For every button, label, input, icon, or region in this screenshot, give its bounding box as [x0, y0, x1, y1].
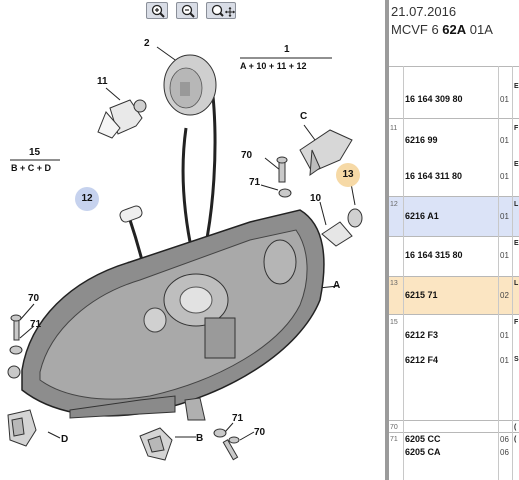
part-quantity: 02 [500, 291, 509, 300]
zoom-pan-icon [211, 4, 235, 17]
part-quantity: 01 [500, 331, 509, 340]
zoom-toolbar [0, 0, 385, 22]
panel-divider[interactable] [385, 0, 389, 480]
parts-row-highlighted[interactable]: 13 6215 71 02 L [389, 276, 519, 314]
part-reference: 13 [390, 280, 398, 287]
callout-1[interactable]: 1 [284, 44, 290, 55]
parts-row[interactable]: 15 6212 F3 01 F 6212 F4 01 S [389, 314, 519, 420]
side-bulb-13 [321, 208, 363, 247]
zoom-in-button[interactable] [146, 2, 168, 19]
callout-1-formula: A + 10 + 11 + 12 [240, 61, 307, 71]
part-number: 6216 A1 [405, 211, 439, 221]
callout-70-left[interactable]: 70 [28, 293, 40, 304]
callout-13-highlighted[interactable]: 13 [336, 163, 360, 187]
parts-row[interactable]: 16 164 311 80 01 E [389, 156, 519, 196]
part-number: 6212 F4 [405, 355, 439, 365]
part-number: 6205 CA [405, 447, 441, 457]
headlamp-exploded-drawing [7, 46, 363, 461]
zoom-in-icon [151, 4, 165, 18]
part-number: 16 164 315 80 [405, 250, 463, 260]
callout-11[interactable]: 11 [97, 76, 108, 87]
part-quantity: 01 [500, 356, 509, 365]
part-number: 6205 CC [405, 434, 441, 444]
exploded-diagram-panel[interactable]: 2 1 A + 10 + 11 + 12 11 C 15 B + C + D 7… [0, 0, 385, 480]
parts-row[interactable]: 11 6216 99 01 F [389, 118, 519, 156]
parts-list-panel: 21.07.2016 MCVF 6 62A 01A 16 164 309 80 … [389, 0, 519, 480]
callout-c[interactable]: C [300, 111, 308, 122]
headlamp-body-a [21, 209, 325, 421]
callout-2[interactable]: 2 [144, 38, 150, 49]
callout-70-bottom[interactable]: 70 [254, 427, 266, 438]
headlamp-bulb-11 [97, 99, 147, 139]
column-divider [403, 66, 404, 480]
parts-row[interactable]: 71 6205 CA 06 ( [389, 432, 519, 480]
part-quantity: 01 [500, 212, 509, 221]
part-description: E [514, 240, 519, 247]
part-description: F [514, 319, 519, 326]
part-quantity: 01 [500, 251, 509, 260]
part-description: S [514, 356, 519, 363]
part-description: E [514, 83, 519, 90]
part-reference: 11 [390, 125, 398, 132]
part-description: F [514, 125, 519, 132]
part-quantity: 06 [500, 448, 509, 457]
callout-12-highlighted[interactable]: 12 [75, 187, 99, 211]
part-description: L [514, 280, 519, 287]
callout-13-label: 13 [342, 169, 354, 180]
part-reference: 12 [390, 201, 398, 208]
callout-71-bottom[interactable]: 71 [232, 413, 244, 424]
column-divider [512, 66, 513, 480]
callout-b[interactable]: B [196, 433, 204, 444]
part-reference: 15 [390, 319, 398, 326]
part-quantity: 01 [500, 95, 509, 104]
document-reference: MCVF 6 62A 01A [391, 22, 493, 37]
callout-71-left[interactable]: 71 [30, 319, 42, 330]
parts-row-highlighted[interactable]: 12 6216 A1 01 L [389, 196, 519, 236]
callout-15-formula: B + C + D [11, 163, 52, 173]
part-quantity: 01 [500, 136, 509, 145]
mounting-bracket-b [139, 427, 173, 461]
headlamp-cover-2 [163, 54, 217, 116]
mounting-bracket-c [299, 129, 353, 177]
part-reference: 71 [390, 436, 398, 443]
parts-row[interactable]: 70 6205 CC 06 ( [389, 420, 519, 456]
part-number: 16 164 309 80 [405, 94, 463, 104]
small-bulb-12 [119, 205, 143, 223]
part-description: E [514, 161, 519, 168]
mounting-bracket-d [7, 409, 37, 447]
document-reference-prefix: MCVF 6 [391, 22, 443, 37]
zoom-out-icon [181, 4, 195, 18]
callout-71-top[interactable]: 71 [249, 177, 261, 188]
document-reference-suffix: 01A [466, 22, 493, 37]
part-description: ( [514, 424, 517, 431]
callout-d[interactable]: D [61, 434, 69, 445]
part-number: 6216 99 [405, 135, 438, 145]
callout-a[interactable]: A [333, 280, 341, 291]
callout-10[interactable]: 10 [310, 193, 322, 204]
callout-15[interactable]: 15 [29, 147, 41, 158]
part-number: 16 164 311 80 [405, 171, 463, 181]
column-divider [498, 66, 499, 480]
parts-row[interactable]: 16 164 315 80 01 E [389, 236, 519, 276]
zoom-out-button[interactable] [176, 2, 198, 19]
part-description: L [514, 201, 519, 208]
callout-12-label: 12 [81, 193, 93, 204]
zoom-pan-button[interactable] [206, 2, 236, 19]
document-reference-code: 62A [442, 22, 467, 37]
part-quantity: 06 [500, 435, 509, 444]
parts-row[interactable]: 16 164 309 80 01 E [389, 66, 519, 118]
callout-70-top[interactable]: 70 [241, 150, 253, 161]
part-number: 6215 71 [405, 290, 438, 300]
document-date: 21.07.2016 [391, 4, 457, 19]
part-number: 6212 F3 [405, 330, 439, 340]
part-quantity: 01 [500, 172, 509, 181]
part-reference: 70 [390, 424, 398, 431]
part-description: ( [514, 436, 517, 443]
